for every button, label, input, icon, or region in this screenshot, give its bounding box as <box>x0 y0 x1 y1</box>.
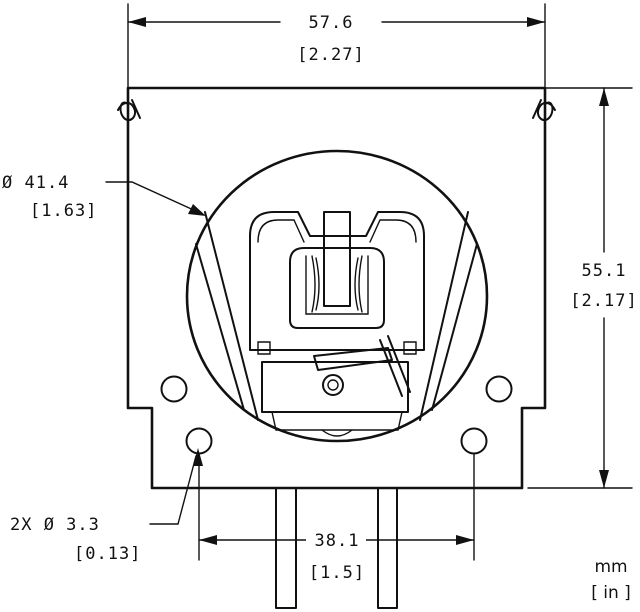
units-legend: mm [ in ] <box>591 557 631 603</box>
mounting-hole-lower-right <box>460 427 488 455</box>
width-in-label: [2.27] <box>297 45 364 65</box>
lamp-holder <box>249 211 425 355</box>
diameter-mm-label: Ø 41.4 <box>2 173 69 193</box>
housing-outline <box>126 86 547 490</box>
mounting-hole-upper-left <box>160 375 188 403</box>
right-hook <box>532 99 556 122</box>
mounting-hole-lower-left <box>185 427 213 455</box>
pin-spacing-mm-label: 38.1 <box>315 531 360 551</box>
spring-clip <box>261 335 411 437</box>
left-hook <box>117 99 141 122</box>
pin-spacing-dimension: 38.1 [1.5] <box>198 453 475 583</box>
units-secondary: [ in ] <box>591 583 631 603</box>
units-primary: mm <box>594 557 627 577</box>
height-mm-label: 55.1 <box>582 261 627 281</box>
hole-mm-label: 2X Ø 3.3 <box>10 515 100 535</box>
side-rails <box>195 211 478 421</box>
height-in-label: [2.17] <box>570 291 637 311</box>
diameter-callout: Ø 41.4 [1.63] <box>2 173 206 221</box>
hole-in-label: [0.13] <box>74 544 141 564</box>
socket-circle <box>185 149 489 443</box>
width-dimension: 57.6 [2.27] <box>127 3 546 89</box>
lead-pins <box>275 487 398 609</box>
hole-callout: 2X Ø 3.3 [0.13] <box>10 448 203 564</box>
pin-spacing-in-label: [1.5] <box>309 563 365 583</box>
diameter-in-label: [1.63] <box>30 201 97 221</box>
height-dimension: 55.1 [2.17] <box>527 87 637 489</box>
width-mm-label: 57.6 <box>309 13 354 33</box>
mounting-hole-upper-right <box>485 375 513 403</box>
